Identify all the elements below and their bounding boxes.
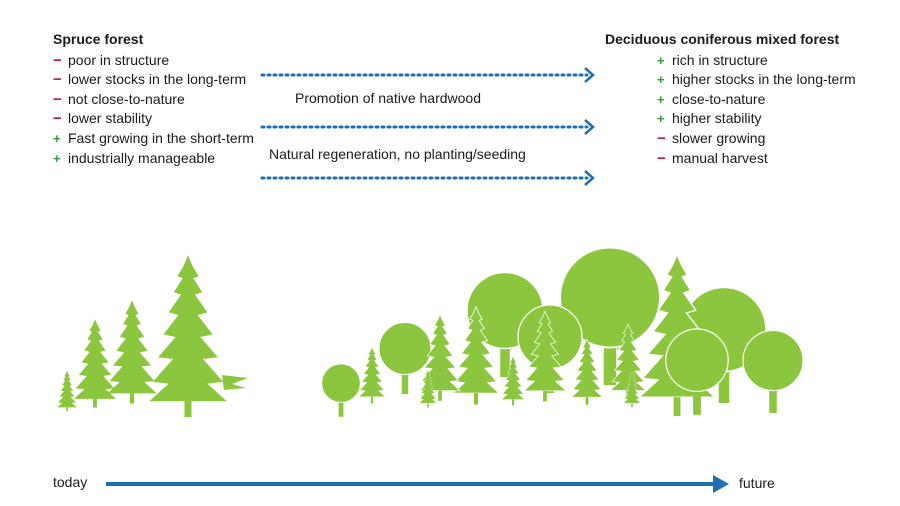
- list-item: −lower stocks in the long-term: [53, 70, 263, 90]
- timeline-start-label: today: [53, 474, 88, 490]
- plus-icon: +: [53, 150, 61, 166]
- spruce-forest-illustration: [57, 255, 248, 418]
- list-item: + higher stocks in the long-term: [657, 70, 865, 90]
- mixed-forest-illustration: [321, 246, 804, 418]
- dotted-arrow-1: [260, 67, 595, 83]
- list-item-text: not close-to-nature: [68, 90, 185, 107]
- mixed-forest-title: Deciduous coniferous mixed forest: [605, 31, 840, 47]
- list-item: −slower growing: [657, 129, 865, 149]
- list-item: −lower stability: [53, 109, 263, 129]
- mixed-forest-list: + rich in structure + higher stocks in the…: [605, 51, 865, 169]
- plus-icon: +: [657, 111, 665, 127]
- minus-icon: −: [53, 51, 62, 69]
- list-item: + close-to-nature: [657, 90, 865, 110]
- list-item-text: close-to-nature: [672, 90, 766, 107]
- list-item: + industrially manageable: [53, 149, 263, 169]
- plus-icon: +: [657, 72, 665, 88]
- list-item-text: Fast growing in the short-term: [68, 129, 254, 146]
- dotted-arrow-2: [260, 119, 595, 135]
- minus-icon: −: [53, 110, 62, 128]
- spruce-forest-title: Spruce forest: [53, 31, 144, 47]
- list-item-text: higher stocks in the long-term: [672, 71, 856, 88]
- list-item: + Fast growing in the short-term: [53, 129, 263, 149]
- timeline-arrow: [106, 475, 729, 493]
- list-item-text: industrially manageable: [68, 149, 216, 166]
- list-item-text: manual harvest: [672, 149, 768, 166]
- minus-icon: −: [53, 90, 62, 108]
- list-item-text: lower stability: [68, 110, 153, 127]
- spruce-forest-panel: Spruce forest −poor in structure −lower …: [53, 30, 263, 168]
- list-item: + higher stability: [657, 109, 865, 129]
- dotted-arrow-3: [260, 170, 595, 186]
- measure-natural-regeneration: Natural regeneration, no planting/seedin…: [269, 146, 526, 162]
- list-item: −not close-to-nature: [53, 90, 263, 110]
- measure-promotion-native-hardwood: Promotion of native hardwood: [295, 90, 481, 106]
- spruce-forest-list: −poor in structure −lower stocks in the …: [53, 51, 263, 169]
- list-item: + rich in structure: [657, 51, 865, 71]
- minus-icon: −: [53, 71, 62, 89]
- list-item-text: higher stability: [672, 110, 762, 127]
- plus-icon: +: [53, 130, 61, 146]
- list-item: −manual harvest: [657, 149, 865, 169]
- minus-icon: −: [657, 129, 666, 147]
- plus-icon: +: [657, 91, 665, 107]
- list-item-text: lower stocks in the long-term: [68, 71, 247, 88]
- minus-icon: −: [657, 149, 666, 167]
- list-item-text: rich in structure: [672, 51, 768, 68]
- timeline-end-label: future: [739, 475, 775, 491]
- list-item-text: poor in structure: [68, 51, 170, 68]
- mixed-forest-panel: Deciduous coniferous mixed forest + rich …: [605, 30, 865, 168]
- plus-icon: +: [657, 52, 665, 68]
- list-item-text: slower growing: [672, 129, 766, 146]
- list-item: −poor in structure: [53, 51, 263, 71]
